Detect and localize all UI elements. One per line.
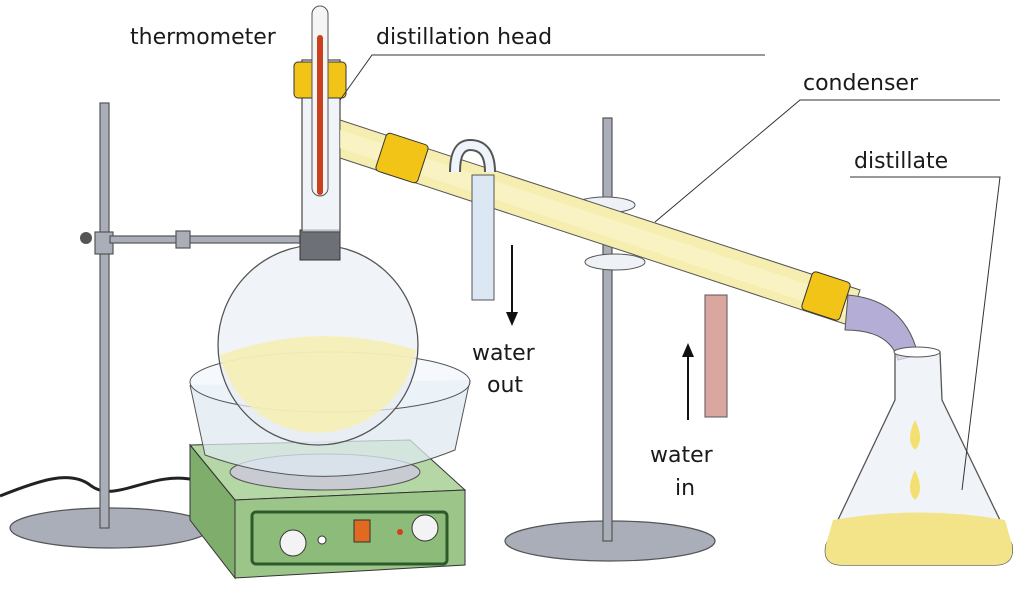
- water-in-tube: [704, 294, 728, 418]
- water-out-tube: [449, 138, 496, 301]
- thermometer: [311, 5, 329, 197]
- label-water-in-line2: in: [675, 476, 695, 501]
- power-cord: [0, 476, 196, 498]
- water-in-arrow: [682, 343, 694, 420]
- label-distillate: distillate: [854, 149, 948, 174]
- label-water-in-line1: water: [650, 443, 714, 468]
- water-out-arrow: [506, 245, 518, 326]
- leader-lines: [339, 54, 1001, 491]
- round-bottom-flask: [217, 59, 419, 446]
- condenser: [339, 119, 861, 326]
- left-retort-stand: [9, 102, 301, 549]
- label-water-out-line1: water: [472, 341, 536, 366]
- middle-retort-stand: [504, 117, 716, 562]
- label-distillation-head: distillation head: [376, 25, 552, 50]
- label-condenser: condenser: [803, 71, 919, 96]
- receiving-flask: [824, 346, 1014, 566]
- label-water-out-line2: out: [487, 373, 523, 398]
- label-thermometer: thermometer: [130, 25, 277, 50]
